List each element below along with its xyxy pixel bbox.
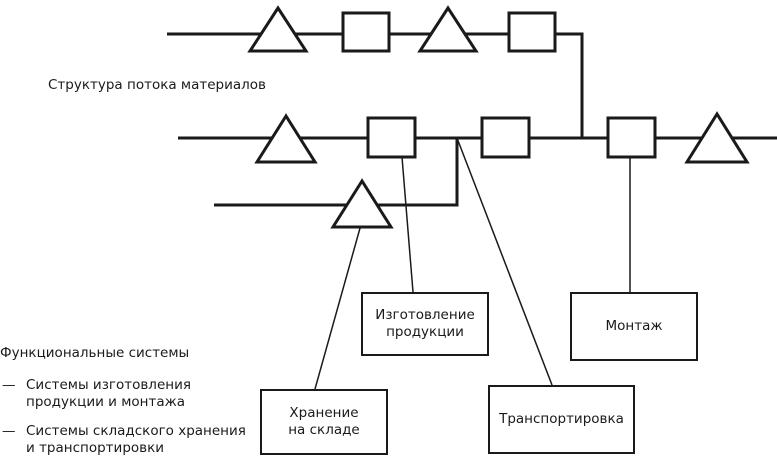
storage-box-line2: на складе xyxy=(288,422,360,438)
lower-flow-line xyxy=(214,138,459,207)
production-box-line2: продукции xyxy=(386,324,464,340)
process-square-top-1 xyxy=(341,11,391,53)
assembly-box-label: Монтаж xyxy=(605,318,663,334)
flow-structure-title: Структура потока материалов xyxy=(48,77,267,93)
functional-systems-heading: Функциональные системы xyxy=(0,345,190,361)
storage-triangle-lower xyxy=(330,178,394,229)
connector-production xyxy=(401,156,414,293)
storage-triangle-middle-2 xyxy=(684,111,750,164)
functional-item-line: и транспортировки xyxy=(26,440,165,456)
functional-item-line: продукции и монтажа xyxy=(26,394,186,410)
storage-box-line1: Хранение xyxy=(289,405,359,421)
production-box: Изготовление продукции xyxy=(361,292,489,356)
process-square-middle-1 xyxy=(366,116,417,159)
top-flow-line xyxy=(167,32,584,138)
process-square-middle-3 xyxy=(606,116,657,159)
functional-item-line: Системы складского хранения xyxy=(26,423,246,439)
storage-triangle-top-2 xyxy=(417,5,479,53)
assembly-box: Монтаж xyxy=(570,292,698,361)
functional-item-dash: — xyxy=(2,377,16,393)
connector-transport xyxy=(456,137,553,386)
functional-item-dash: — xyxy=(2,423,16,439)
storage-box: Хранение на складе xyxy=(260,389,388,455)
storage-triangle-middle-1 xyxy=(254,113,318,164)
storage-triangle-top-1 xyxy=(247,5,309,53)
transport-box: Транспортировка xyxy=(488,385,635,454)
transport-box-label: Транспортировка xyxy=(499,411,624,427)
process-square-middle-2 xyxy=(480,116,531,159)
process-square-top-2 xyxy=(507,11,557,53)
functional-item-line: Системы изготовления xyxy=(26,377,191,393)
production-box-line1: Изготовление xyxy=(375,307,475,323)
connector-storage xyxy=(314,220,363,390)
